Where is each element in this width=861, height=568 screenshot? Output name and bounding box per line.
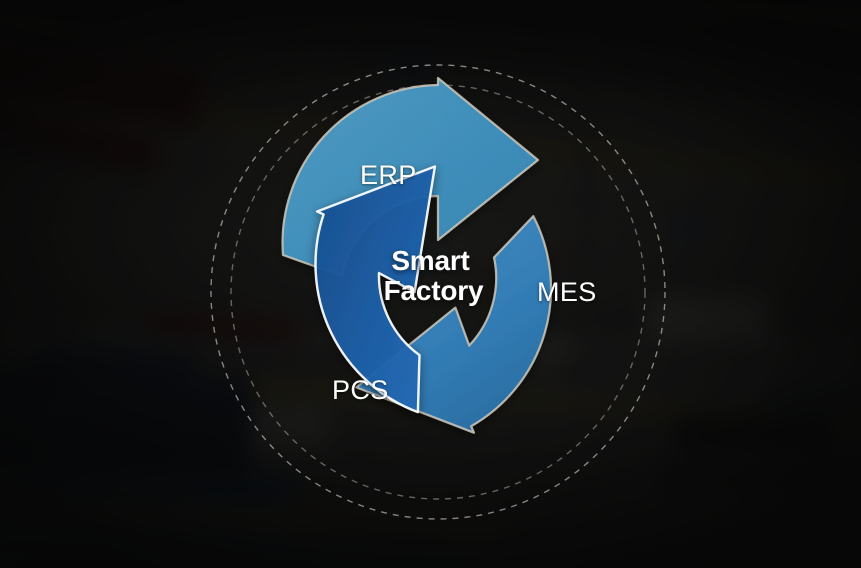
center-title-line-2: Factory (383, 274, 484, 306)
outer-dashed-ring (210, 64, 666, 520)
center-title: Smart Factory (0, 246, 861, 305)
segment-label-pcs: PCS (332, 375, 389, 405)
segment-label-mes: MES (537, 277, 597, 307)
segment-label-erp: ERP (360, 160, 417, 190)
center-title-line-1: Smart (391, 245, 470, 276)
arrow-segment-pcs (314, 165, 437, 414)
